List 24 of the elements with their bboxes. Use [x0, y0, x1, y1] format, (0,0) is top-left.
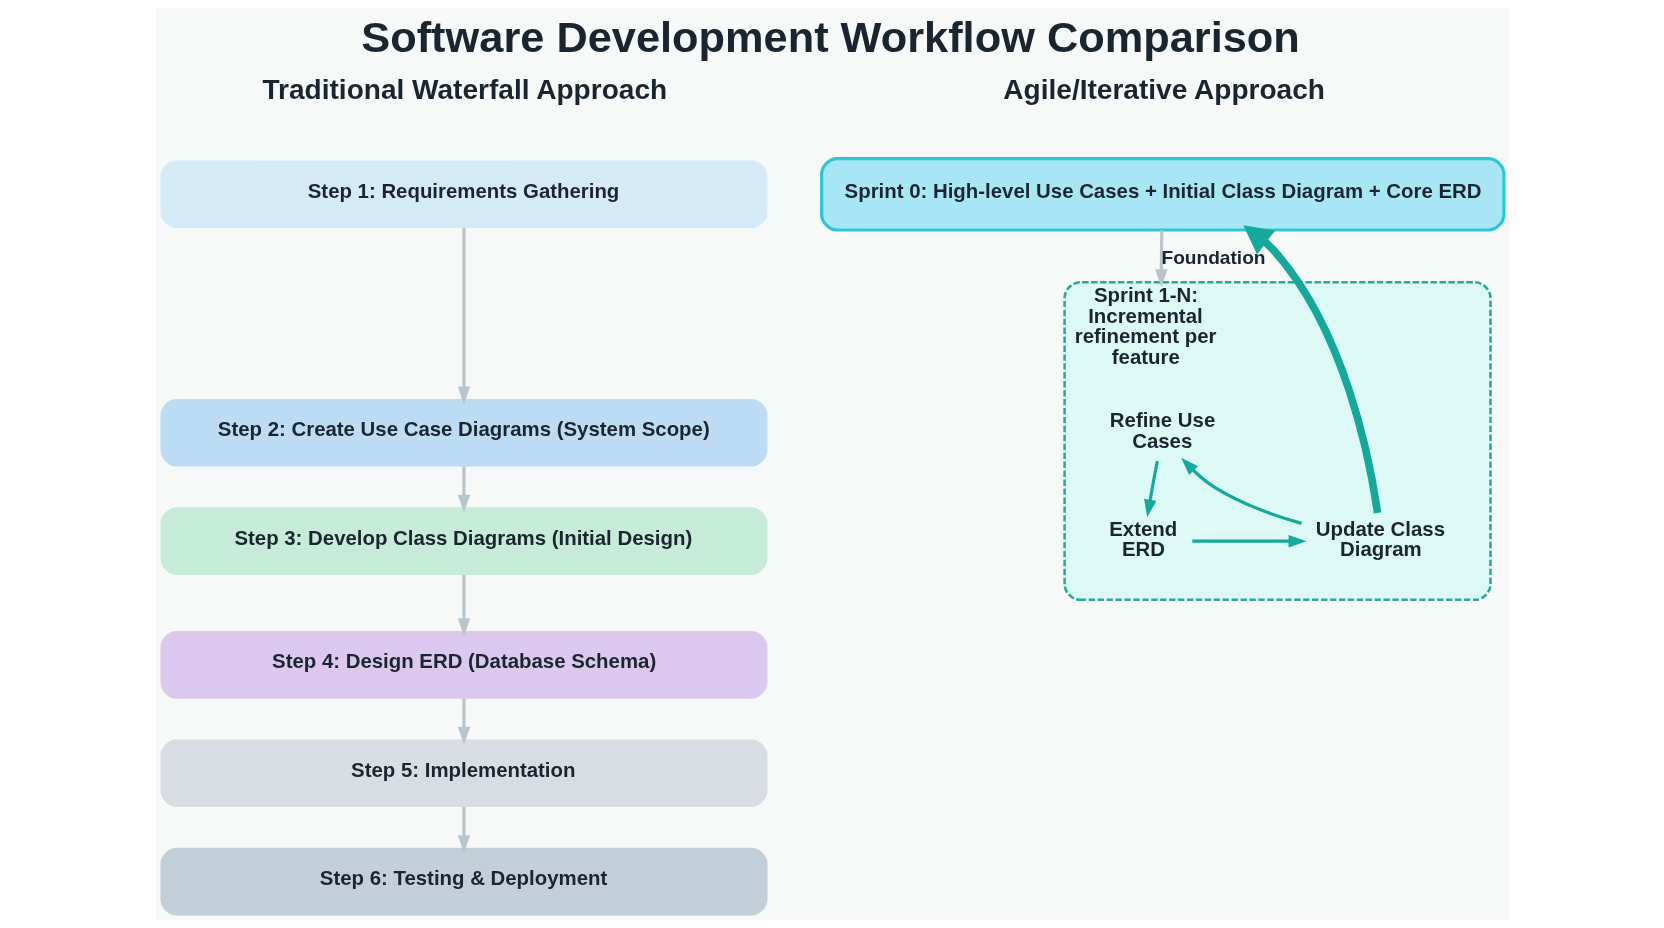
arrow — [457, 806, 470, 854]
node-text: Update Class Diagram — [1315, 517, 1445, 561]
arrow — [457, 574, 470, 637]
node-box: Sprint 0: High-level Use Cases + Initial Class Diagram + Core ERD — [819, 157, 1505, 232]
arrow — [1242, 225, 1381, 514]
edge-label: Foundation — [1161, 247, 1266, 269]
arrow — [457, 227, 470, 405]
arrow — [1191, 534, 1306, 548]
node-box: Step 2: Create Use Case Diagrams (System Scope) — [159, 398, 767, 467]
node-text: Refine Use Cases — [1109, 409, 1215, 452]
node-text: Extend ERD — [1108, 517, 1177, 561]
diagram-title: Software Development Workflow Comparison — [360, 12, 1300, 61]
node-box: Step 6: Testing & Deployment — [159, 847, 767, 916]
node-box: Step 1: Requirements Gathering — [159, 160, 767, 229]
arrow — [457, 698, 470, 745]
label: Agile/Iterative Approach — [1002, 74, 1325, 106]
arrow — [1143, 460, 1159, 518]
arrow — [1180, 457, 1302, 525]
node-box: Step 5: Implementation — [159, 739, 767, 808]
arrow — [1154, 230, 1168, 288]
label: Traditional Waterfall Approach — [261, 74, 667, 106]
node-box: Step 3: Develop Class Diagrams (Initial Design) — [159, 507, 767, 575]
node-box: Step 4: Design ERD (Database Schema) — [159, 631, 767, 699]
arrow — [457, 466, 470, 513]
